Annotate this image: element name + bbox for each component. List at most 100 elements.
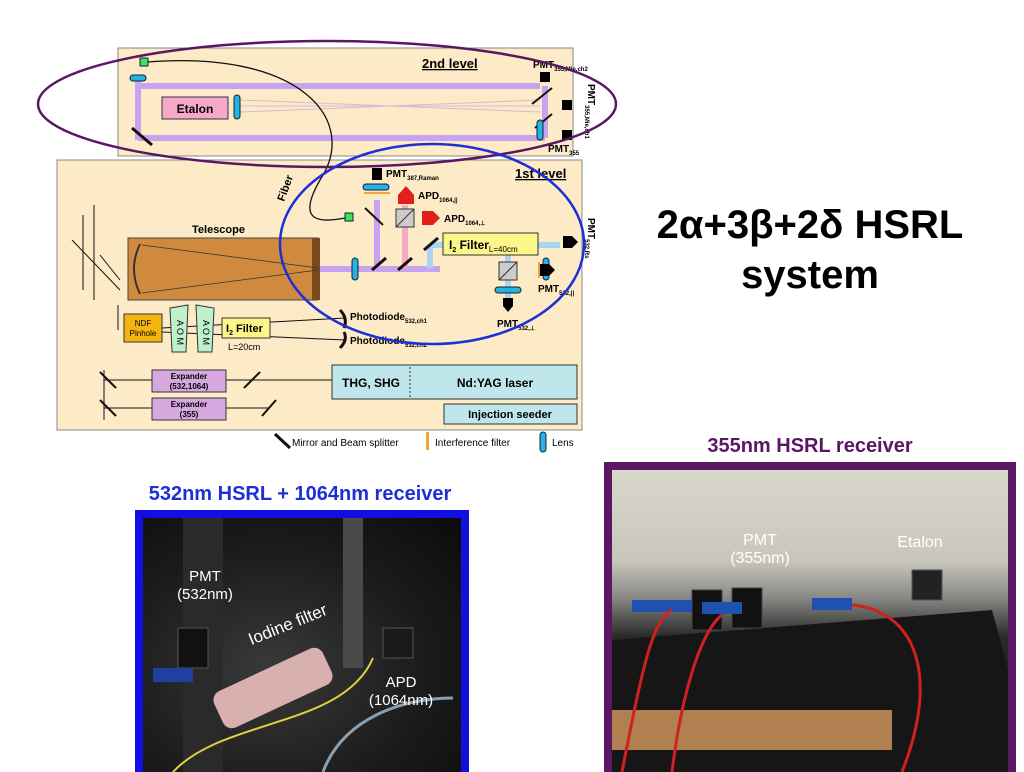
telescope-label: Telescope — [192, 224, 245, 236]
legend-mirror-label: Mirror and Beam splitter — [292, 438, 399, 449]
mirror-icon — [371, 256, 387, 272]
mirror-icon — [99, 371, 117, 389]
photo-left-apd-label: APD (1064nm) — [361, 674, 441, 710]
fiber-line — [147, 60, 346, 221]
mirror-icon — [261, 399, 277, 417]
pinhole-label: Pinhole — [130, 329, 157, 338]
slide-title-line1: 2α+3β+2δ HSRL — [656, 203, 964, 247]
etalon-mount — [911, 569, 943, 601]
cable — [620, 608, 673, 772]
laser-output-lines — [71, 205, 121, 300]
expander-1-label: Expander — [171, 372, 207, 381]
table-edge — [612, 710, 892, 750]
polarizer-diag — [395, 208, 415, 228]
beam-splitter-icon — [531, 87, 553, 105]
aom-1-label: A O M — [175, 320, 185, 345]
polarizer-diag — [498, 261, 518, 281]
lens-icon — [362, 183, 390, 191]
apd-label: APD — [385, 674, 417, 691]
pmt-wavelength: (532nm) — [177, 586, 233, 603]
slide-title: 2α+3β+2δ HSRL system — [620, 200, 1000, 300]
lens-icon — [129, 74, 147, 82]
aom-2 — [195, 304, 215, 353]
photodiode-ch1-label: Photodiode532,ch1 — [350, 312, 428, 325]
pmt-icon — [562, 130, 572, 140]
legend-filter-label: Interference filter — [435, 438, 511, 449]
photodiode-ch2-label: Photodiode532,ch2 — [350, 336, 428, 349]
apd-icon — [398, 186, 414, 204]
photo-355nm-receiver: PMT (355nm) Etalon — [604, 462, 1016, 772]
slide-title-line2: system — [741, 253, 879, 297]
photo-355nm-illustration — [612, 569, 1008, 772]
expander-2-sublabel: (355) — [180, 410, 199, 419]
telescope-ray — [141, 269, 319, 294]
telescope-body — [127, 237, 319, 301]
laser-box — [331, 364, 578, 400]
i2-filter-20cm-box — [221, 317, 271, 339]
lens-icon — [233, 94, 241, 120]
thg-shg-label: THG, SHG — [342, 376, 400, 390]
apd-mount — [382, 627, 414, 659]
expander-355-box — [151, 397, 227, 421]
pmt-icon — [562, 100, 572, 110]
iodine-cell — [213, 647, 333, 729]
pmt-housing — [177, 627, 209, 669]
etalon-box — [161, 96, 229, 120]
injection-seeder-box — [443, 403, 578, 425]
photo-355nm-image: PMT (355nm) Etalon — [612, 470, 1008, 772]
pmt-label: PMT — [743, 532, 777, 549]
telescope-mirror — [133, 243, 141, 295]
photo-532nm-image: PMT (532nm) Iodine filter APD (1064nm) — [143, 518, 461, 772]
lens-legend-icon — [539, 431, 547, 453]
pmt-icon — [540, 264, 555, 276]
apd-wavelength: (1064nm) — [368, 692, 434, 709]
pmt-tube — [632, 600, 692, 612]
apd-1064-perp-label: APD1064,⊥ — [444, 214, 485, 227]
mirror-icon — [99, 399, 117, 417]
pmt-532-par-label: PMT532,|| — [538, 284, 574, 297]
photo-532nm-illustration — [153, 518, 454, 772]
telescope-window — [312, 238, 320, 300]
i2-filter-40cm-box — [442, 232, 539, 256]
photodiode-icon — [338, 331, 347, 350]
mirror-icon — [397, 256, 413, 272]
pmt-icon — [372, 168, 382, 180]
fiber-end-icon — [139, 57, 149, 67]
apd-icon — [422, 211, 440, 225]
caption-355nm-receiver: 355nm HSRL receiver — [707, 435, 913, 457]
pmt-532-perp-label: PMT532,⊥ — [497, 319, 535, 332]
caption-532nm-receiver: 532nm HSRL + 1064nm receiver — [148, 483, 452, 505]
mirror-icon — [131, 126, 153, 147]
photo-532nm-receiver: PMT (532nm) Iodine filter APD (1064nm) — [135, 510, 469, 772]
pmt-wavelength: (355nm) — [730, 550, 790, 567]
mirror-icon — [243, 371, 261, 389]
pmt-355-label: PMT355 — [548, 144, 580, 157]
pmt-label: PMT — [189, 568, 221, 585]
cable — [321, 696, 454, 772]
aom-2-label: A O M — [201, 320, 211, 345]
ndyag-label: Nd:YAG laser — [457, 376, 534, 390]
telescope-ray — [141, 244, 319, 269]
mirror-icon — [423, 236, 439, 252]
pmt-icon — [540, 72, 550, 82]
expander-532-1064-box — [151, 369, 227, 393]
pmt-icon — [503, 298, 513, 312]
pmt-355-mie-ch1-label: PMT355,Mie,ch1 — [583, 84, 596, 139]
photo-right-etalon-label: Etalon — [897, 534, 943, 551]
etalon-fringes — [239, 99, 541, 113]
pmt-387-raman-label: PMT387,Raman — [386, 169, 439, 182]
ndf-label: NDF — [135, 319, 152, 328]
etalon-label: Etalon — [177, 102, 214, 116]
first-level-highlight — [278, 142, 586, 346]
filter-legend-icon — [426, 432, 429, 450]
aom-1 — [169, 304, 189, 353]
pmt-icon — [563, 236, 578, 248]
ndf-pinhole-box — [123, 313, 163, 343]
i2-filter-20cm-label: I2 Filter — [226, 323, 264, 337]
cable — [172, 657, 374, 772]
interference-filter-icon — [538, 262, 540, 278]
injection-seeder-label: Injection seeder — [468, 409, 552, 421]
i2-filter-40cm-label: I2 FilterL=40cm — [449, 238, 518, 254]
expander-1-sublabel: (532,1064) — [170, 382, 209, 391]
lens-icon — [536, 119, 544, 141]
